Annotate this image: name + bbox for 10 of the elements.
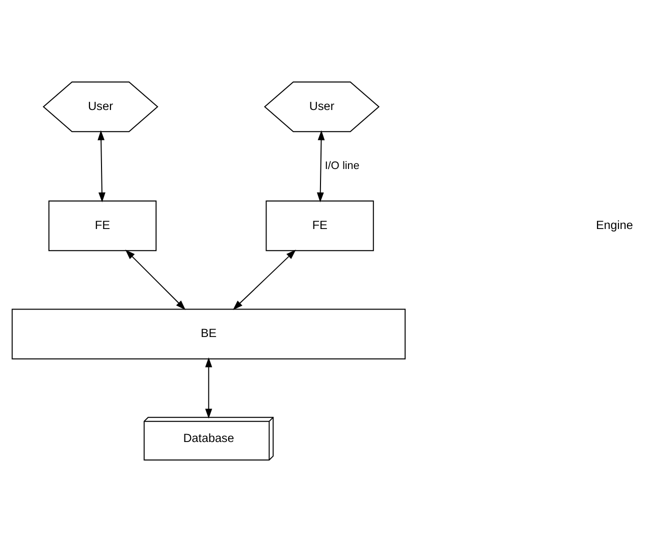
edge-label: I/O line xyxy=(324,160,360,172)
node-box: BE xyxy=(12,308,406,359)
node-box: FE xyxy=(266,200,374,251)
arrow xyxy=(232,249,296,310)
node-box: FE xyxy=(48,200,157,251)
label: Engine xyxy=(596,217,634,232)
arrow xyxy=(205,356,212,418)
arrow xyxy=(125,249,186,310)
arrow xyxy=(316,130,325,202)
arrow xyxy=(98,130,106,202)
